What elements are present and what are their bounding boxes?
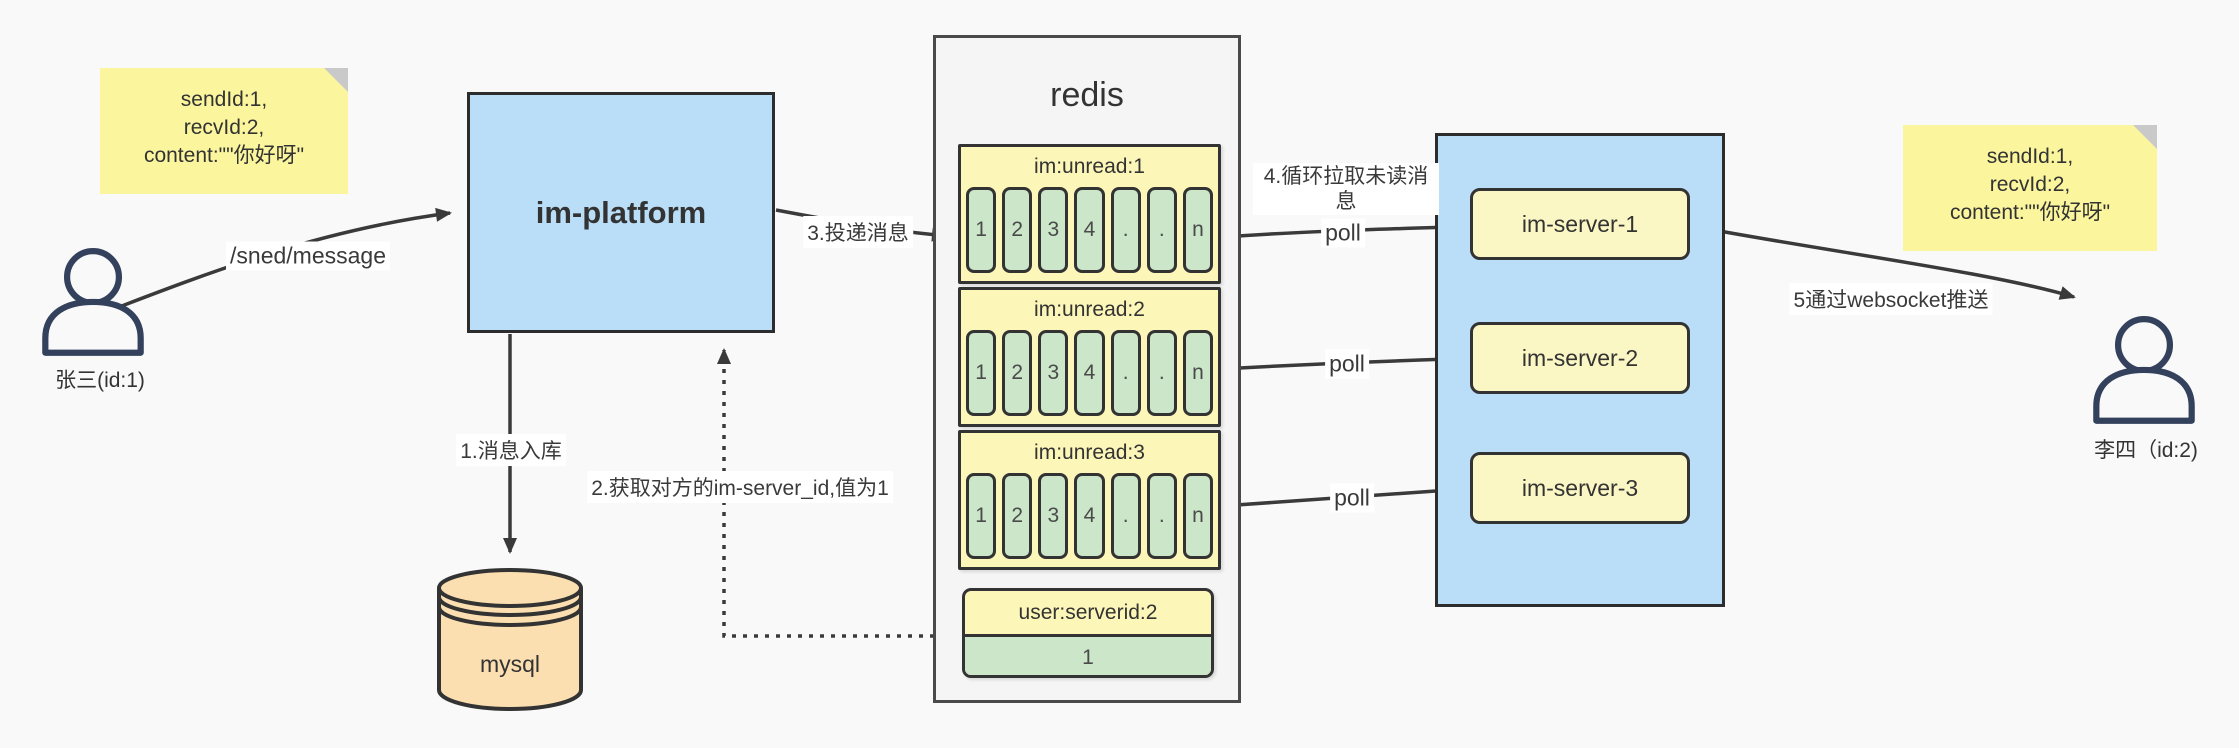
im-server-1-box: im-server-1 xyxy=(1470,188,1690,260)
queue-cell: . xyxy=(1146,187,1177,273)
note-line: recvId:2, xyxy=(183,116,265,139)
queue-cell: 4 xyxy=(1074,187,1105,273)
queue-cell: 2 xyxy=(1002,330,1033,416)
queue-cells: 1 2 3 4 . . n xyxy=(961,330,1218,416)
redis-queue-unread-1: im:unread:1 1 2 3 4 . . n xyxy=(958,144,1221,284)
redis-queue-unread-2: im:unread:2 1 2 3 4 . . n xyxy=(958,287,1221,427)
sticky-fold-icon xyxy=(2133,125,2157,149)
sticky-note-text: sendId:1, recvId:2, content:""你好呀" xyxy=(100,86,348,170)
sticky-fold-icon xyxy=(324,68,348,92)
queue-cell: 3 xyxy=(1038,473,1069,559)
queue-cell: n xyxy=(1182,473,1213,559)
redis-kv-user-serverid: user:serverid:2 1 xyxy=(962,588,1214,678)
queue-cell: . xyxy=(1110,187,1141,273)
queue-header: im:unread:2 xyxy=(1034,298,1145,321)
queue-cells: 1 2 3 4 . . n xyxy=(961,187,1218,273)
edge-label-send-message: /sned/message xyxy=(226,241,390,271)
queue-header: im:unread:1 xyxy=(1034,155,1145,178)
queue-cell: 2 xyxy=(1002,187,1033,273)
queue-cell: 1 xyxy=(966,330,997,416)
sticky-note-push: sendId:1, recvId:2, content:""你好呀" xyxy=(1903,125,2157,251)
im-server-2-label: im-server-2 xyxy=(1521,344,1639,371)
user-icon-sender xyxy=(42,248,144,356)
edge-label-poll-1: poll xyxy=(1321,218,1365,248)
edge-label-step2: 2.获取对方的im-server_id,值为1 xyxy=(587,471,893,503)
edge-label-step5: 5通过websocket推送 xyxy=(1789,283,1993,315)
user-icon-receiver xyxy=(2093,316,2195,424)
queue-cell: 3 xyxy=(1038,330,1069,416)
im-server-3-box: im-server-3 xyxy=(1470,452,1690,524)
kv-header: user:serverid:2 xyxy=(965,591,1211,637)
queue-cell: . xyxy=(1110,473,1141,559)
queue-cell: 3 xyxy=(1038,187,1069,273)
mysql-database-icon: mysql xyxy=(437,568,583,711)
im-server-3-label: im-server-3 xyxy=(1521,474,1639,501)
queue-cell: n xyxy=(1182,330,1213,416)
queue-cell: 1 xyxy=(966,473,997,559)
kv-value: 1 xyxy=(965,637,1211,675)
edge-label-poll-3: poll xyxy=(1330,483,1374,513)
im-server-1-label: im-server-1 xyxy=(1521,210,1639,237)
im-server-2-box: im-server-2 xyxy=(1470,322,1690,394)
queue-cells: 1 2 3 4 . . n xyxy=(961,473,1218,559)
queue-cell: 2 xyxy=(1002,473,1033,559)
edge-label-step3: 3.投递消息 xyxy=(803,216,913,248)
note-line: sendId:1, xyxy=(180,88,268,111)
queue-cell: . xyxy=(1110,330,1141,416)
queue-cell: 1 xyxy=(966,187,997,273)
redis-queue-unread-3: im:unread:3 1 2 3 4 . . n xyxy=(958,430,1221,570)
queue-cell: n xyxy=(1182,187,1213,273)
queue-cell: 4 xyxy=(1074,473,1105,559)
note-line: content:""你好呀" xyxy=(143,144,305,167)
sticky-note-text: sendId:1, recvId:2, content:""你好呀" xyxy=(1903,143,2157,227)
im-platform-label: im-platform xyxy=(535,194,707,230)
note-line: recvId:2, xyxy=(1989,173,2071,196)
edge-label-step4: 4.循环拉取未读消息 xyxy=(1253,163,1439,215)
mysql-label: mysql xyxy=(480,651,540,677)
queue-cell: 4 xyxy=(1074,330,1105,416)
edge-label-step1: 1.消息入库 xyxy=(456,434,566,466)
note-line: sendId:1, xyxy=(1986,145,2074,168)
im-platform-box: im-platform xyxy=(467,92,775,333)
edge-label-poll-2: poll xyxy=(1325,349,1369,379)
receiver-label: 李四（id:2) xyxy=(2094,439,2198,462)
edge-websocket-push xyxy=(1691,224,2076,300)
edge-get-serverid xyxy=(717,348,1011,638)
redis-title: redis xyxy=(1050,76,1124,114)
sticky-note-request: sendId:1, recvId:2, content:""你好呀" xyxy=(100,68,348,194)
note-line: content:""你好呀" xyxy=(1949,201,2111,224)
queue-cell: . xyxy=(1146,473,1177,559)
sender-label: 张三(id:1) xyxy=(55,369,145,392)
queue-cell: . xyxy=(1146,330,1177,416)
queue-header: im:unread:3 xyxy=(1034,441,1145,464)
